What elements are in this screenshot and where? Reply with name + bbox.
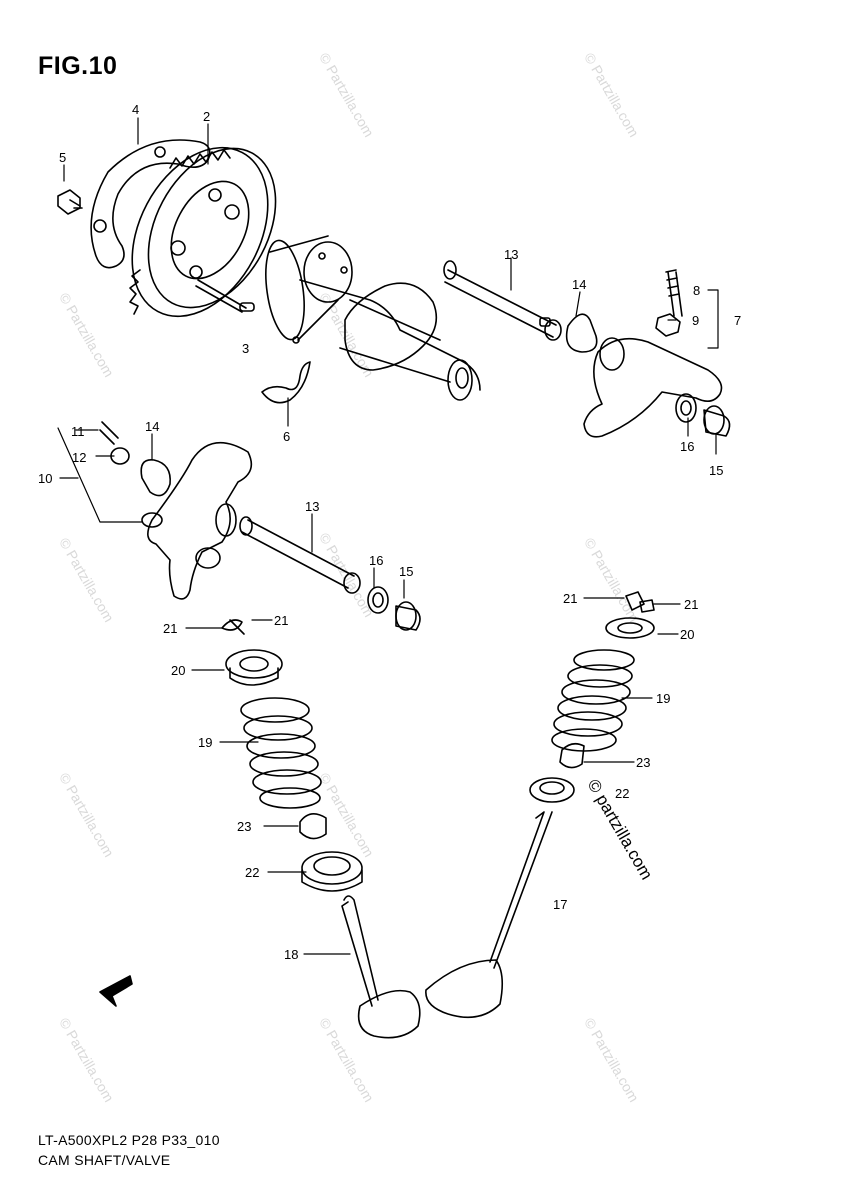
- valve-stack-left: [221, 619, 421, 1039]
- o-ring-lower: [140, 459, 171, 497]
- bolt-5: [57, 189, 83, 215]
- rocker-arm-upper: [583, 269, 723, 438]
- rocker-arm-lower: [99, 421, 253, 600]
- clip-6: [261, 361, 311, 404]
- callout-20-right: 20: [680, 627, 695, 642]
- footer-model-code: LT-A500XPL2 P28 P33_010: [38, 1132, 220, 1148]
- callout-2: 2: [203, 109, 211, 124]
- callout-6: 6: [283, 429, 291, 444]
- o-ring-upper: [565, 313, 598, 353]
- figure-title: FIG.10: [38, 52, 118, 80]
- callout-16-upper: 16: [680, 439, 695, 454]
- callout-20-left: 20: [171, 663, 186, 678]
- callout-17: 17: [553, 897, 568, 912]
- callout-21-right-a: 21: [563, 591, 578, 606]
- callout-23-left: 23: [237, 819, 252, 834]
- forward-arrow: [99, 975, 133, 1007]
- callout-7: 7: [734, 313, 742, 328]
- callout-4: 4: [132, 102, 140, 117]
- callout-22-left: 22: [245, 865, 260, 880]
- callout-8: 8: [693, 283, 701, 298]
- callout-15-lower: 15: [399, 564, 414, 579]
- callout-21-right-b: 21: [684, 597, 699, 612]
- callout-19-left: 19: [198, 735, 213, 750]
- callout-11: 11: [71, 424, 85, 439]
- valve-spring-left: [240, 697, 322, 809]
- cap-washer-upper: [675, 393, 731, 437]
- camshaft: [265, 235, 481, 401]
- callout-18: 18: [284, 947, 299, 962]
- callout-12: 12: [72, 450, 87, 465]
- callout-9: 9: [692, 313, 700, 328]
- footer-diagram-title: CAM SHAFT/VALVE: [38, 1152, 171, 1168]
- callout-5: 5: [59, 150, 67, 165]
- valve-stack-right: [425, 591, 655, 1019]
- rocker-shaft-lower: [239, 516, 361, 594]
- callout-19-right: 19: [656, 691, 671, 706]
- callout-16-lower: 16: [369, 553, 384, 568]
- callout-14-lower: 14: [145, 419, 160, 434]
- callout-13-upper: 13: [504, 247, 519, 262]
- leader-lines: [57, 117, 719, 955]
- rocker-shaft-upper: [443, 260, 562, 341]
- cam-retainer-plate: [90, 139, 211, 269]
- cap-washer-lower: [367, 586, 421, 631]
- callout-15-upper: 15: [709, 463, 724, 478]
- callout-13-lower: 13: [305, 499, 320, 514]
- callout-10: 10: [38, 471, 53, 486]
- callout-22-right: 22: [615, 786, 630, 801]
- callout-14-upper: 14: [572, 277, 587, 292]
- callout-3: 3: [242, 341, 250, 356]
- valve-spring-right: [551, 649, 635, 752]
- callout-23-right: 23: [636, 755, 651, 770]
- callout-21-left-b: 21: [274, 613, 289, 628]
- cam-sprocket: [129, 146, 277, 318]
- callout-21-left-a: 21: [163, 621, 178, 636]
